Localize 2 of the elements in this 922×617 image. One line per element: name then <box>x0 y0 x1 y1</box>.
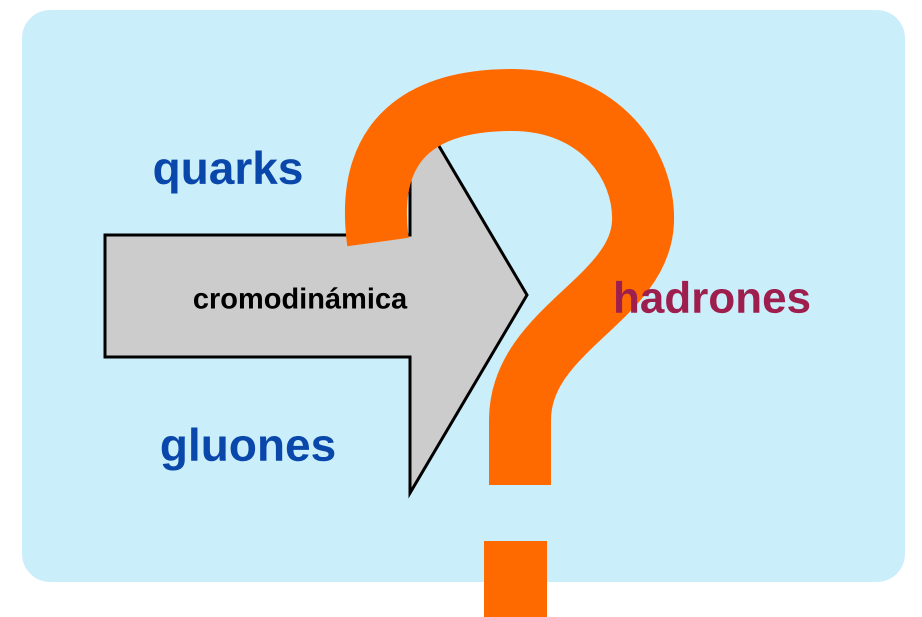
word-label: gluones <box>162 427 334 471</box>
word-label: quarks <box>154 150 302 194</box>
